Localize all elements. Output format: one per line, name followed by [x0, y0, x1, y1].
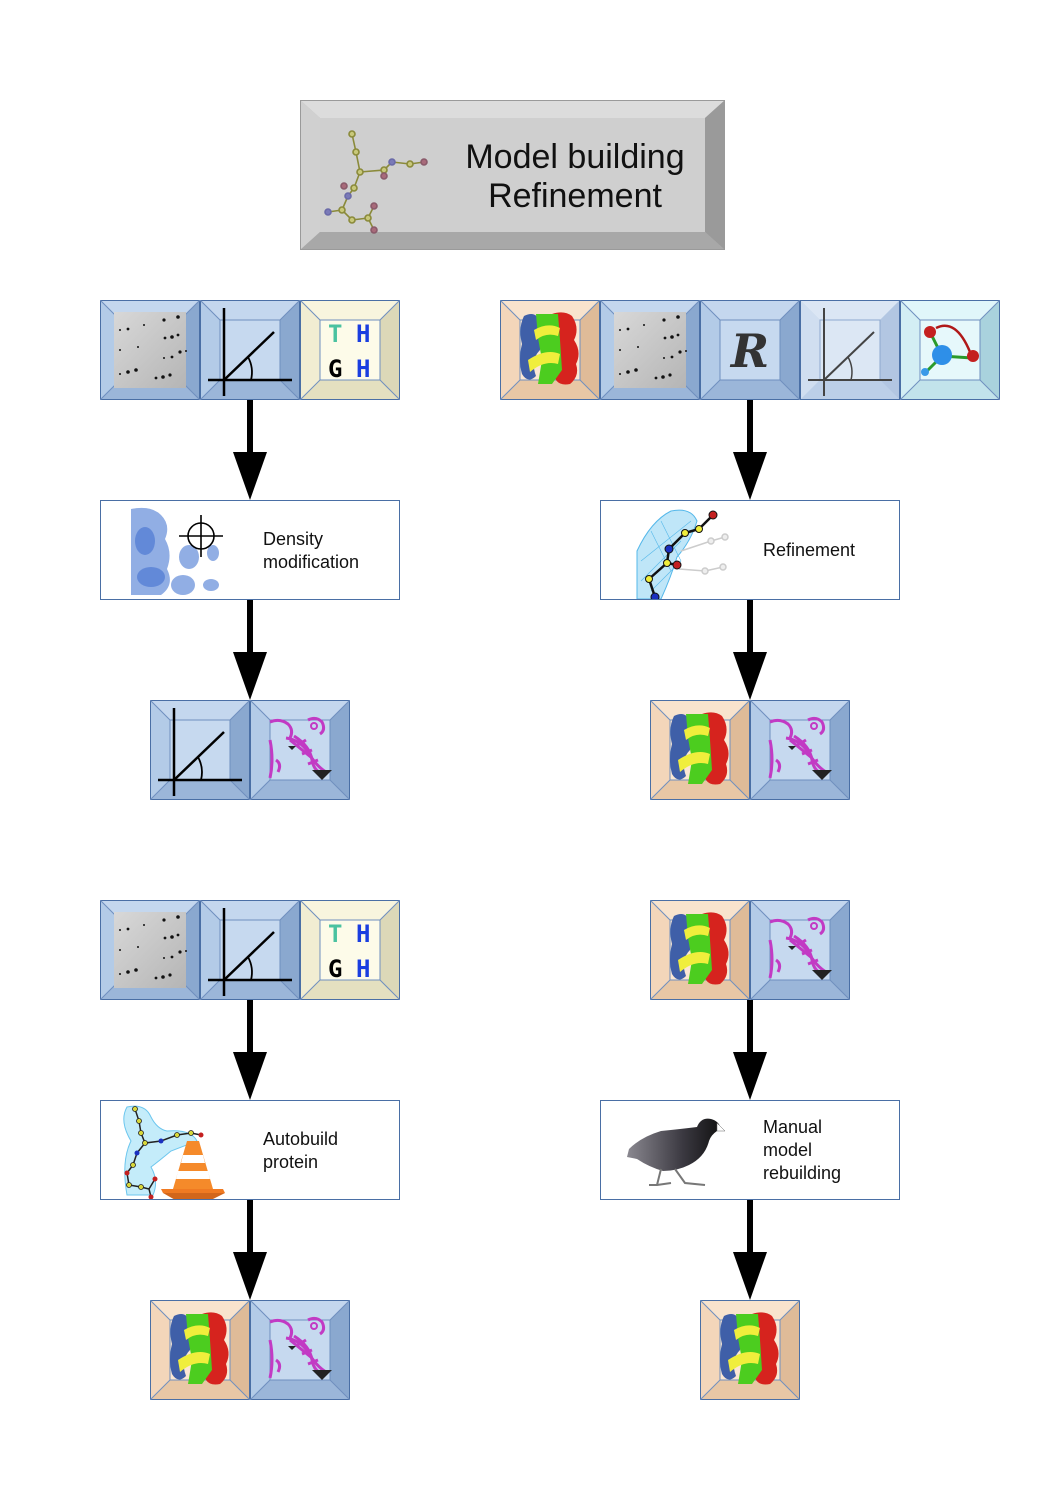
- process-manual-model-rebuilding[interactable]: Manual model rebuilding: [600, 1100, 900, 1200]
- process-label: Manual model rebuilding: [763, 1116, 841, 1185]
- input-sequence-tile[interactable]: T H G H: [300, 900, 400, 1000]
- input-phases-tile[interactable]: [800, 300, 900, 400]
- process-label-line: Autobuild: [263, 1129, 339, 1149]
- input-protein-tile[interactable]: [650, 900, 750, 1000]
- header-title: Model building Refinement: [440, 138, 710, 216]
- sequence-letter: H: [356, 955, 370, 983]
- ligand-molecule-icon: [900, 300, 1000, 400]
- output-phases-tile[interactable]: [150, 700, 250, 800]
- process-autobuild-protein[interactable]: Autobuild protein: [100, 1100, 400, 1200]
- input-protein-tile[interactable]: [500, 300, 600, 400]
- hkl-sequence-icon: T H G H: [300, 300, 400, 400]
- input-phases-tile[interactable]: [200, 900, 300, 1000]
- sequence-letter: H: [356, 320, 370, 348]
- electron-density-map-icon: [268, 716, 332, 780]
- flow-arrow: [233, 1000, 267, 1100]
- sequence-letter: G: [328, 955, 342, 983]
- process-label: Density modification: [263, 528, 359, 574]
- process-refinement[interactable]: Refinement: [600, 500, 900, 600]
- flow-arrow: [233, 600, 267, 700]
- protein-structure-icon: [670, 712, 730, 786]
- process-label: Refinement: [763, 539, 855, 562]
- r-letter: R: [729, 324, 769, 378]
- output-protein-tile[interactable]: [700, 1300, 800, 1400]
- process-label-line: model: [763, 1140, 813, 1160]
- hkl-sequence-icon: T H G H: [300, 900, 400, 1000]
- header-title-line2: Refinement: [488, 177, 662, 215]
- output-map-tile[interactable]: [750, 700, 850, 800]
- flow-arrow: [733, 400, 767, 500]
- input-map-tile[interactable]: [750, 900, 850, 1000]
- output-protein-tile[interactable]: [650, 700, 750, 800]
- electron-density-map-icon: [768, 916, 832, 980]
- input-diffraction-tile[interactable]: [100, 300, 200, 400]
- protein-structure-icon: [670, 912, 730, 986]
- header-box: Model building Refinement: [300, 100, 725, 250]
- input-rfree-tile[interactable]: R: [700, 300, 800, 400]
- flow-arrow: [733, 1000, 767, 1100]
- output-map-tile[interactable]: [250, 700, 350, 800]
- input-diffraction-tile[interactable]: [100, 900, 200, 1000]
- electron-density-map-icon: [268, 1316, 332, 1380]
- coot-bird-icon: [627, 1118, 726, 1186]
- input-diffraction-tile[interactable]: [600, 300, 700, 400]
- sequence-letter: T: [328, 320, 342, 348]
- sequence-letter: H: [356, 355, 370, 383]
- refinement-model-icon: [636, 509, 729, 599]
- header-title-line1: Model building: [465, 138, 685, 176]
- flow-arrow: [233, 400, 267, 500]
- diffraction-image-icon: [614, 312, 687, 388]
- process-density-modification[interactable]: Density modification: [100, 500, 400, 600]
- process-label-line: Manual: [763, 1117, 823, 1137]
- input-ligand-tile[interactable]: [900, 300, 1000, 400]
- process-label-line: protein: [263, 1152, 319, 1172]
- protein-structure-icon: [170, 1312, 230, 1386]
- sequence-letter: H: [356, 920, 370, 948]
- input-phases-tile[interactable]: [200, 300, 300, 400]
- flow-arrow: [233, 1200, 267, 1300]
- output-protein-tile[interactable]: [150, 1300, 250, 1400]
- r-free-flag-icon: R: [700, 300, 800, 400]
- process-label-line: modification: [263, 552, 360, 572]
- process-label: Autobuild protein: [263, 1128, 338, 1174]
- input-sequence-tile[interactable]: T H G H: [300, 300, 400, 400]
- autobuild-cone-icon: [123, 1105, 225, 1199]
- flow-arrow: [733, 1200, 767, 1300]
- process-label-line: Density: [263, 529, 324, 549]
- flow-arrow: [733, 600, 767, 700]
- diffraction-image-icon: [114, 312, 187, 388]
- sequence-letter: G: [328, 355, 342, 383]
- process-label-line: rebuilding: [763, 1163, 842, 1183]
- protein-structure-icon: [520, 312, 580, 386]
- electron-density-map-icon: [768, 716, 832, 780]
- output-map-tile[interactable]: [250, 1300, 350, 1400]
- diffraction-image-icon: [114, 912, 187, 988]
- protein-structure-icon: [720, 1312, 780, 1386]
- sequence-letter: T: [328, 920, 342, 948]
- density-map-crosshair-icon: [131, 507, 223, 595]
- molecule-chain-icon: [324, 130, 428, 234]
- process-label-line: Refinement: [763, 540, 856, 560]
